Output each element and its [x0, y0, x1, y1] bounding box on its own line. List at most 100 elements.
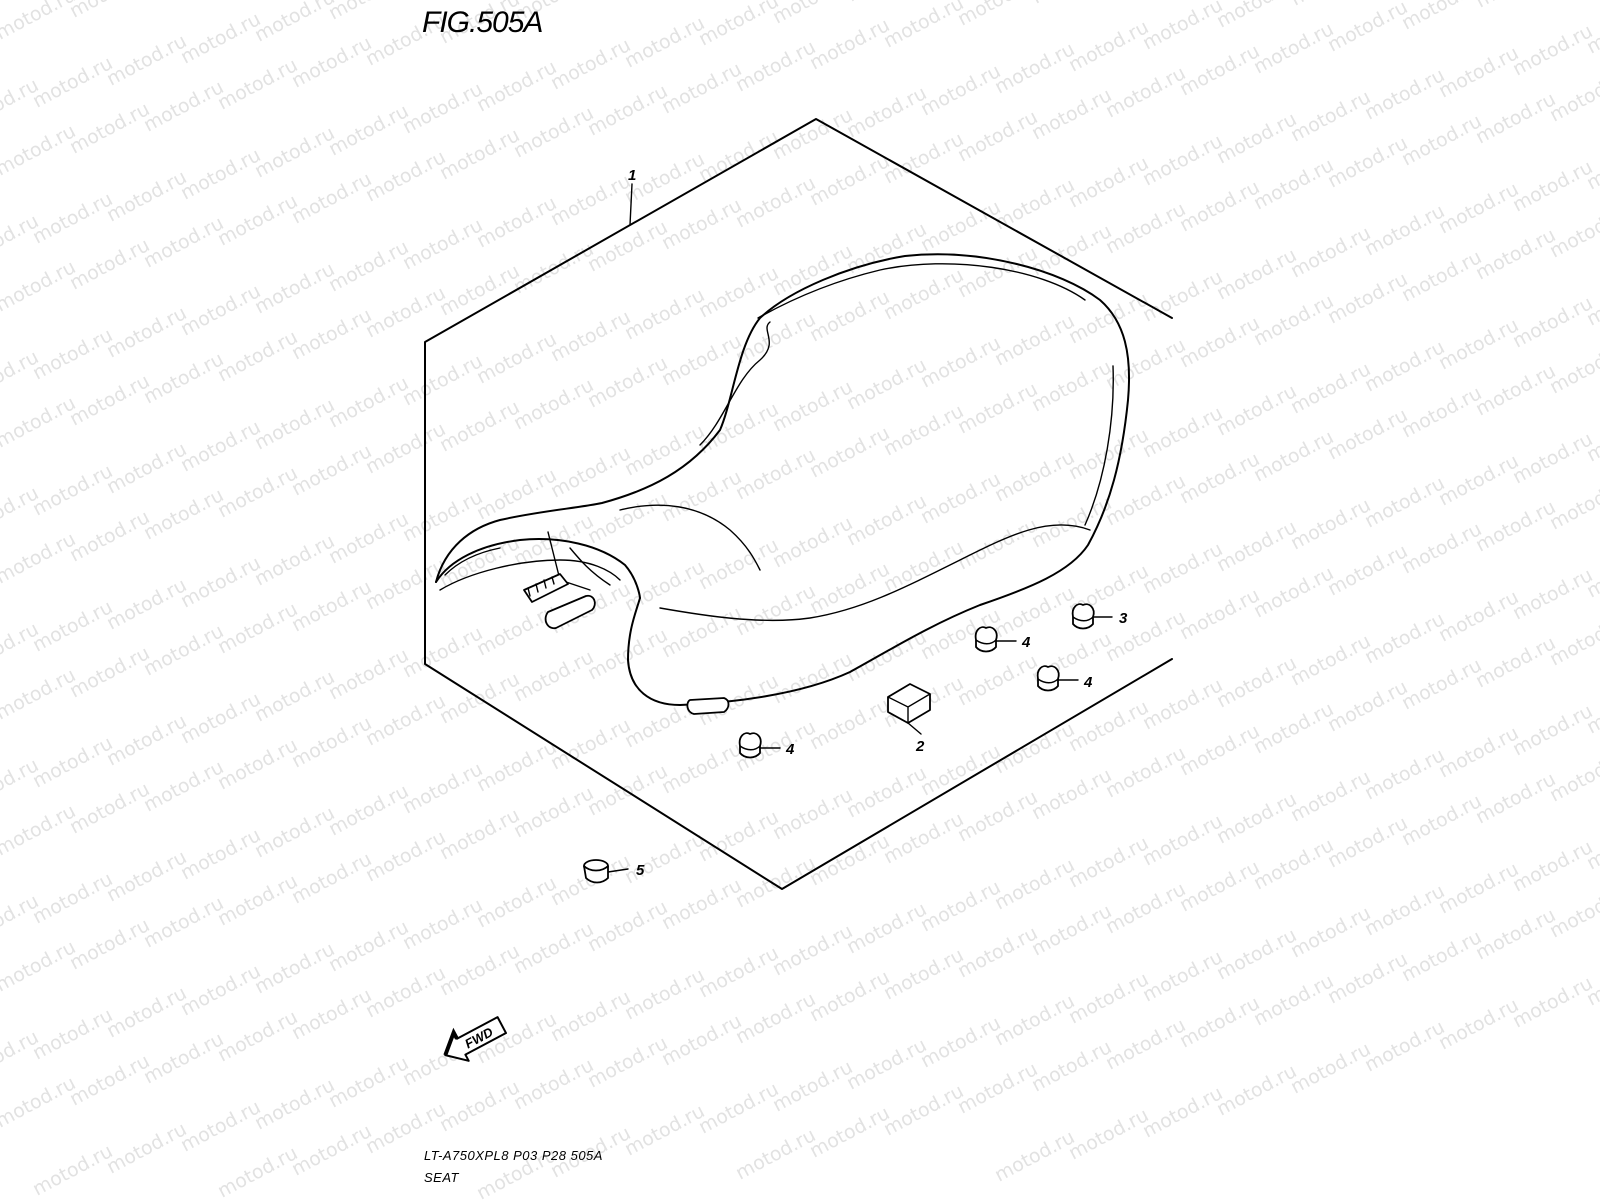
- watermark-text: motod.ru: [362, 554, 449, 614]
- figure-name: SEAT: [424, 1170, 460, 1185]
- watermark-text: motod.ru: [1324, 0, 1411, 56]
- watermark-text: motod.ru: [1361, 200, 1448, 260]
- watermark-text: motod.ru: [1102, 606, 1189, 666]
- watermark-text: motod.ru: [1361, 64, 1448, 124]
- watermark-text: motod.ru: [1287, 0, 1374, 10]
- watermark-text: motod.ru: [1546, 338, 1600, 398]
- watermark-text: motod.ru: [140, 892, 227, 952]
- watermark-text: motod.ru: [695, 398, 782, 458]
- watermark-text: motod.ru: [695, 126, 782, 186]
- watermark-text: motod.ru: [547, 986, 634, 1046]
- watermark-text: motod.ru: [288, 304, 375, 364]
- watermark-text: motod.ru: [251, 258, 338, 318]
- watermark-text: motod.ru: [658, 602, 745, 662]
- watermark-text: motod.ru: [140, 484, 227, 544]
- watermark-text: motod.ru: [103, 166, 190, 226]
- watermark-text: motod.ru: [177, 416, 264, 476]
- watermark-text: motod.ru: [103, 846, 190, 906]
- watermark-text: motod.ru: [399, 78, 486, 138]
- watermark-text: motod.ru: [362, 962, 449, 1022]
- watermark-text: motod.ru: [547, 34, 634, 94]
- watermark-text: motod.ru: [806, 1102, 893, 1162]
- watermark-text: motod.ru: [1435, 994, 1522, 1054]
- watermark-text: motod.ru: [658, 330, 745, 390]
- watermark-text: motod.ru: [695, 534, 782, 594]
- watermark-text: motod.ru: [1287, 86, 1374, 146]
- watermark-text: motod.ru: [954, 650, 1041, 710]
- watermark-text: motod.ru: [29, 460, 116, 520]
- watermark-text: motod.ru: [1324, 812, 1411, 872]
- watermark-text: motod.ru: [1287, 630, 1374, 690]
- watermark-text: motod.ru: [1287, 1038, 1374, 1098]
- part-2-block: [887, 683, 931, 724]
- watermark-text: motod.ru: [66, 642, 153, 702]
- watermark-text: motod.ru: [584, 0, 671, 4]
- watermark-text: motod.ru: [843, 354, 930, 414]
- watermark-text: motod.ru: [732, 172, 819, 232]
- watermark-text: motod.ru: [732, 580, 819, 640]
- watermark-text: motod.ru: [1546, 610, 1600, 670]
- watermark-text: motod.ru: [251, 938, 338, 998]
- watermark-text: motod.ru: [251, 666, 338, 726]
- watermark-text: motod.ru: [103, 710, 190, 770]
- watermark-text: motod.ru: [1250, 18, 1337, 78]
- watermark-text: motod.ru: [769, 512, 856, 572]
- watermark-text: motod.ru: [473, 736, 560, 796]
- watermark-text: motod.ru: [251, 1074, 338, 1134]
- watermark-text: motod.ru: [843, 0, 930, 6]
- watermark-text: motod.ru: [1509, 700, 1596, 760]
- watermark-text: motod.ru: [917, 876, 1004, 936]
- watermark-text: motod.ru: [1509, 428, 1596, 488]
- watermark-text: motod.ru: [806, 14, 893, 74]
- watermark-text: motod.ru: [880, 400, 967, 460]
- watermark-text: motod.ru: [1398, 518, 1485, 578]
- watermark-text: motod.ru: [399, 758, 486, 818]
- watermark-text: motod.ru: [214, 54, 301, 114]
- watermark-text: motod.ru: [177, 688, 264, 748]
- watermark-text: motod.ru: [362, 282, 449, 342]
- callout-4b: 4: [1083, 674, 1093, 691]
- watermark-text: motod.ru: [1065, 288, 1152, 348]
- watermark-text: motod.ru: [1435, 314, 1522, 374]
- watermark-text: motod.ru: [1213, 788, 1300, 848]
- assembly-frame: [424, 118, 1173, 890]
- callout-3: 3: [1119, 610, 1128, 627]
- watermark-text: motod.ru: [1324, 132, 1411, 192]
- watermark-text: motod.ru: [1435, 450, 1522, 510]
- watermark-text: motod.ru: [1065, 16, 1152, 76]
- watermark-text: motod.ru: [177, 824, 264, 884]
- watermark-text: motod.ru: [362, 146, 449, 206]
- watermark-text: motod.ru: [177, 8, 264, 68]
- watermark-text: motod.ru: [1065, 1104, 1152, 1164]
- watermark-text: motod.ru: [880, 264, 967, 324]
- watermark-text: motod.ru: [954, 514, 1041, 574]
- callout-5: 5: [636, 862, 645, 879]
- watermark-text: motod.ru: [288, 1120, 375, 1180]
- watermark-text: motod.ru: [806, 286, 893, 346]
- watermark-text: motod.ru: [880, 0, 967, 52]
- watermark-text: motod.ru: [1324, 268, 1411, 328]
- watermark-text: motod.ru: [991, 854, 1078, 914]
- watermark-text: motod.ru: [1509, 20, 1596, 80]
- watermark-text: motod.ru: [177, 1096, 264, 1156]
- watermark-text: motod.ru: [1250, 698, 1337, 758]
- watermark-text: motod.ru: [621, 1100, 708, 1160]
- watermark-text: motod.ru: [732, 1124, 819, 1184]
- watermark-text: motod.ru: [1509, 972, 1596, 1032]
- watermark-text: motod.ru: [362, 826, 449, 886]
- part-4a-grommet: [974, 626, 998, 653]
- watermark-text: motod.ru: [695, 942, 782, 1002]
- watermark-text: motod.ru: [214, 870, 301, 930]
- watermark-text: motod.ru: [140, 1028, 227, 1088]
- watermark-text: motod.ru: [991, 38, 1078, 98]
- watermark-text: motod.ru: [917, 196, 1004, 256]
- watermark-text: motod.ru: [1324, 676, 1411, 736]
- watermark-text: motod.ru: [880, 536, 967, 596]
- watermark-text: motod.ru: [362, 418, 449, 478]
- watermark-text: motod.ru: [1361, 744, 1448, 804]
- watermark-text: motod.ru: [658, 58, 745, 118]
- watermark-text: motod.ru: [732, 444, 819, 504]
- callout-2: 2: [915, 738, 925, 755]
- watermark-text: motod.ru: [177, 960, 264, 1020]
